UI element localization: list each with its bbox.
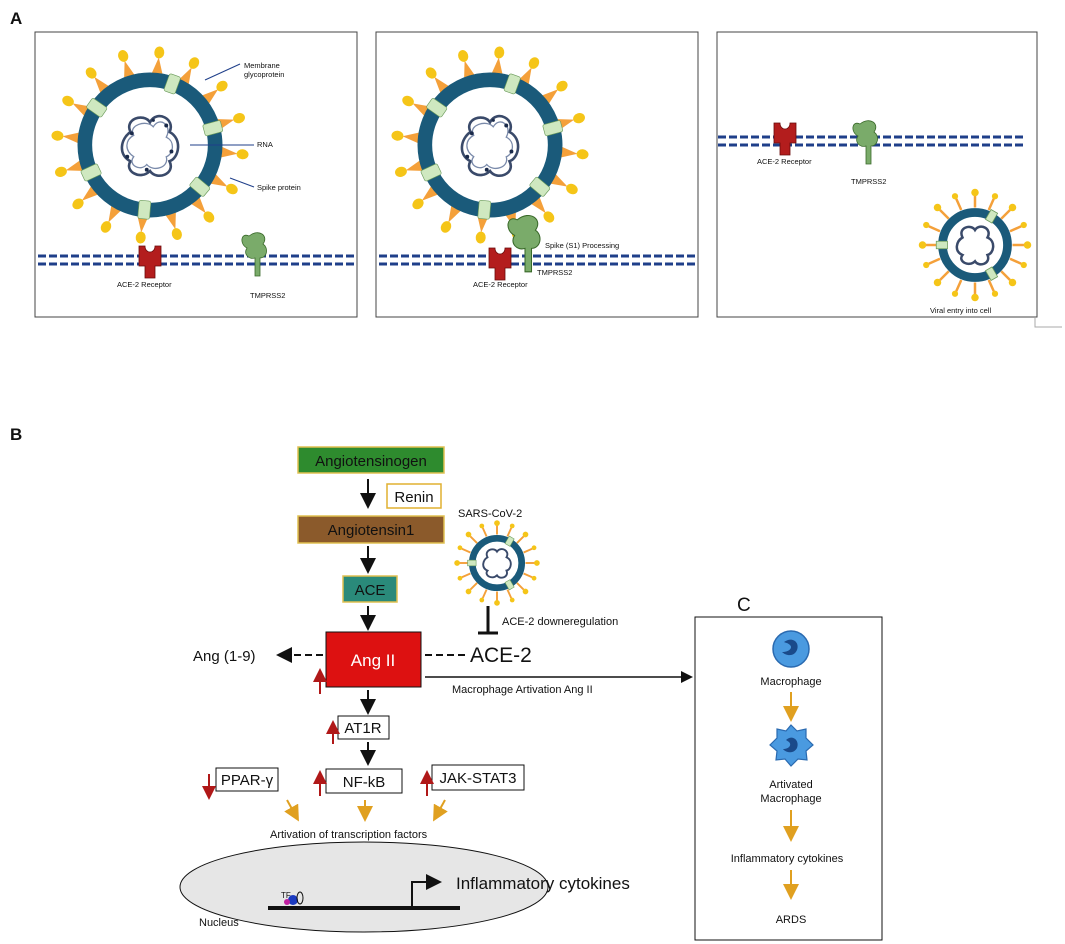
at1r-label: AT1R (344, 720, 381, 737)
activated-macrophage-label: Artivated (769, 779, 812, 791)
spike-tip-icon (391, 130, 404, 141)
angiotensinogen-box (297, 446, 445, 474)
panel-a-label: A (10, 9, 22, 28)
spike-tip-icon (118, 50, 129, 62)
spike-tip-icon (216, 80, 228, 92)
ards-label: ARDS (776, 914, 807, 926)
macrophage-icon (772, 630, 810, 668)
macrophage-label: Macrophage (760, 676, 821, 688)
ppar-box (215, 767, 279, 792)
svg-text:Macrophage: Macrophage (760, 793, 821, 805)
nucleus-label: Nucleus (199, 917, 239, 929)
spike-tip-icon (566, 183, 578, 195)
membrane-glycoprotein-label: Membrane (244, 61, 280, 70)
tf-icon (288, 895, 298, 905)
ace2-receptor-label: ACE-2 Receptor (757, 157, 812, 166)
spike-tip-icon (573, 113, 585, 124)
renin-label: Renin (394, 489, 433, 506)
spike-tip-icon (412, 198, 424, 210)
rna-label: RNA (257, 140, 273, 149)
spike-processing-label: Spike (S1) Processing (545, 241, 619, 250)
spike-tip-icon (72, 198, 84, 210)
spike-tip-icon (494, 46, 505, 59)
ace2-downregulation-label: ACE-2 downeregulation (502, 616, 618, 628)
sars-label: SARS-CoV-2 (458, 508, 522, 520)
spike-tip-icon (171, 228, 182, 240)
spike-tip-icon (236, 149, 249, 160)
angiotensin1-label: Angiotensin1 (328, 522, 415, 539)
ang2-label: Ang II (351, 651, 395, 670)
spike-tip-icon (543, 211, 555, 223)
ace2-receptor-label: ACE-2 Receptor (473, 280, 528, 289)
spike-tip-icon (556, 80, 568, 92)
svg-text:glycoprotein: glycoprotein (244, 70, 284, 79)
virus-icon (454, 520, 540, 606)
spike-tip-icon (402, 95, 414, 107)
tmprss2-label: TMPRSS2 (537, 268, 572, 277)
spike-tip-icon (85, 67, 97, 79)
ace2-label: ACE-2 (470, 644, 532, 667)
cell-membrane (379, 254, 696, 266)
spike-protein-label: Spike protein (257, 183, 301, 192)
spike-tip-icon (440, 221, 452, 233)
angiotensin1-box (297, 515, 445, 544)
panel-a-frame2: Spike (S1) Processing ACE-2 Receptor TMP… (375, 31, 699, 318)
ace-label: ACE (355, 582, 386, 599)
cell-membrane (718, 135, 1025, 147)
activated-macrophage-icon (769, 724, 814, 767)
panel-a-frame3: ACE-2 Receptor TMPRSS2 Viral entry into … (716, 31, 1038, 318)
transcription-factors-label: Artivation of transcription factors (270, 829, 428, 841)
inflammatory-cytokines-label: Inflammatory cytokines (456, 874, 630, 893)
spike-tip-icon (188, 57, 200, 69)
spike-tip-icon (233, 113, 245, 124)
tmprss2-label: TMPRSS2 (851, 177, 886, 186)
spike-tip-icon (458, 50, 469, 62)
tmprss2-label: TMPRSS2 (250, 291, 285, 300)
panel-c-label: C (737, 595, 751, 616)
spike-tip-icon (51, 130, 64, 141)
macrophage-activation-label: Macrophage Artivation Ang II (452, 684, 593, 696)
spike-tip-icon (100, 221, 112, 233)
ace2-receptor-label: ACE-2 Receptor (117, 280, 172, 289)
angiotensinogen-label: Angiotensinogen (315, 453, 427, 470)
spike-tip-icon (154, 46, 165, 59)
tf-label: TF (281, 891, 291, 900)
spike-tip-icon (203, 211, 215, 223)
spike-tip-icon (576, 149, 589, 160)
ace-box (342, 575, 398, 603)
spike-tip-icon (395, 166, 407, 177)
spike-tip-icon (226, 183, 238, 195)
nfkb-label: NF-kB (343, 774, 386, 791)
spike-tip-icon (62, 95, 74, 107)
ppar-label: PPAR-γ (221, 772, 274, 789)
spike-tip-icon (475, 231, 486, 244)
spike-tip-icon (425, 67, 437, 79)
panel-a-frame1: Membrane glycoprotein RNA Spike protein … (34, 31, 358, 318)
renin-box (386, 483, 442, 509)
panel-b-label: B (10, 425, 22, 444)
spike-tip-icon (135, 231, 146, 244)
spike-tip-icon (55, 166, 67, 177)
ang19-label: Ang (1-9) (193, 648, 256, 665)
jak-stat3-label: JAK-STAT3 (440, 770, 517, 787)
cytokines-label: Inflammatory cytokines (731, 853, 844, 865)
cell-membrane (38, 254, 355, 266)
viral-entry-label: Viral entry into cell (930, 306, 991, 315)
spike-tip-icon (528, 57, 540, 69)
ang2-box (325, 631, 422, 688)
